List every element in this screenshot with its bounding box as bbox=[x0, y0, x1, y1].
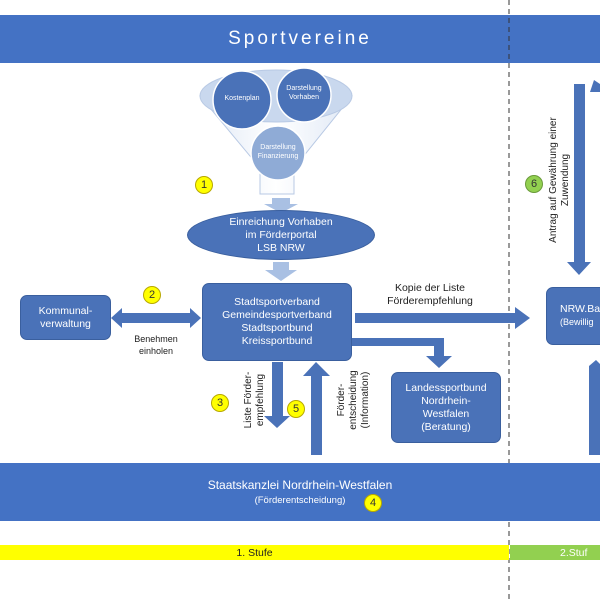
label-benehmen: Benehmen einholen bbox=[132, 333, 180, 357]
label-foerderentscheidung: Förder- entscheidung (Information) bbox=[336, 360, 374, 440]
arrow-liste-down bbox=[264, 362, 290, 428]
node-stadtsportverband: Stadtsportverband Gemeindesportverband S… bbox=[202, 283, 352, 361]
label-kopie: Kopie der Liste Förderempfehlung bbox=[370, 282, 490, 308]
einreichung-line-1: Einreichung Vorhaben bbox=[229, 215, 333, 228]
arrow-funnel-to-einreichung bbox=[264, 198, 298, 213]
antrag-line-2: Zuwendung bbox=[560, 153, 571, 207]
antrag-line-1: Antrag auf Gewährung einer bbox=[548, 117, 559, 243]
stadtsport-line-3: Stadtsportbund bbox=[241, 322, 313, 334]
step-4-badge: 4 bbox=[364, 494, 382, 512]
step-6-badge: 6 bbox=[525, 175, 543, 193]
funnel-item-kostenplan: Kostenplan bbox=[224, 95, 260, 102]
header-title: Sportvereine bbox=[228, 28, 372, 49]
foerder-line-2: entscheidung bbox=[348, 370, 359, 430]
arrow-kopie-to-nrwbank bbox=[355, 307, 530, 329]
kopie-line-2: Förderempfehlung bbox=[387, 295, 473, 307]
liste-line-2: empfehlung bbox=[255, 373, 266, 427]
step-2-badge: 2 bbox=[143, 286, 161, 304]
liste-line-1: Liste Förder- bbox=[243, 371, 254, 429]
node-nrw-bank: NRW.Ba (Bewillig bbox=[546, 287, 600, 345]
staatskanzlei-title: Staatskanzlei Nordrhein-Westfalen bbox=[207, 478, 393, 492]
staatskanzlei-sub: (Förderentscheidung) bbox=[254, 495, 346, 506]
stage-1-bar: 1. Stufe bbox=[0, 545, 509, 560]
funnel-item-finanzierung: Darstellung Finanzierung bbox=[257, 144, 299, 160]
landessport-line-4: (Beratung) bbox=[421, 420, 471, 433]
label-antrag: Antrag auf Gewährung einer Zuwendung bbox=[548, 105, 574, 255]
arrow-einreichung-to-stadtsport bbox=[265, 262, 297, 281]
header-band: Sportvereine bbox=[0, 15, 600, 63]
arrow-to-landessport bbox=[348, 338, 452, 368]
stadtsport-line-2: Gemeindesportverband bbox=[222, 309, 332, 321]
arrow-kommunal-stadtsport bbox=[111, 308, 201, 328]
stage-1-label: 1. Stufe bbox=[236, 546, 273, 559]
funnel-item-vorhaben: Darstellung Vorhaben bbox=[286, 85, 322, 101]
funnel: Kostenplan Darstellung Vorhaben Darstell… bbox=[198, 66, 354, 202]
stadtsport-line-4: Kreissportbund bbox=[241, 335, 313, 347]
kopie-line-1: Kopie der Liste bbox=[394, 282, 466, 294]
arrow-entscheidung-up bbox=[303, 362, 330, 455]
node-landessportbund: Landessportbund Nordrhein- Westfalen (Be… bbox=[391, 372, 501, 443]
foerder-line-1: Förder- bbox=[336, 383, 347, 417]
kommunal-line-2: verwaltung bbox=[40, 317, 91, 330]
benehmen-line-2: einholen bbox=[138, 346, 174, 356]
step-3-badge: 3 bbox=[211, 394, 229, 412]
step-5-badge: 5 bbox=[287, 400, 305, 418]
arrow-right-up-bottom bbox=[589, 360, 600, 455]
funnel-shape bbox=[199, 67, 353, 195]
benehmen-line-1: Benehmen bbox=[134, 334, 178, 344]
nrwbank-line-1: NRW.Ba bbox=[560, 303, 600, 315]
arrow-right-up-top bbox=[590, 80, 600, 92]
step-1-badge: 1 bbox=[195, 176, 213, 194]
landessport-line-3: Westfalen bbox=[422, 407, 470, 420]
stage-2-label: 2.Stuf bbox=[560, 546, 588, 559]
foerder-line-3: (Information) bbox=[360, 371, 371, 429]
einreichung-line-2: im Förderportal bbox=[245, 228, 317, 241]
landessport-line-1: Landessportbund bbox=[405, 381, 487, 394]
einreichung-line-3: LSB NRW bbox=[257, 241, 305, 254]
node-einreichung: Einreichung Vorhaben im Förderportal LSB… bbox=[187, 210, 375, 260]
label-liste: Liste Förder- empfehlung bbox=[243, 360, 269, 440]
node-kommunalverwaltung: Kommunal- verwaltung bbox=[20, 295, 111, 340]
arrow-antrag-down bbox=[567, 84, 591, 275]
landessport-line-2: Nordrhein- bbox=[421, 394, 471, 407]
nrwbank-line-2: (Bewillig bbox=[560, 317, 594, 327]
staatskanzlei-band: Staatskanzlei Nordrhein-Westfalen (Förde… bbox=[0, 463, 600, 521]
kommunal-line-1: Kommunal- bbox=[38, 304, 93, 317]
stadtsport-line-1: Stadtsportverband bbox=[234, 296, 320, 308]
stage-2-bar: 2.Stuf bbox=[510, 545, 600, 560]
